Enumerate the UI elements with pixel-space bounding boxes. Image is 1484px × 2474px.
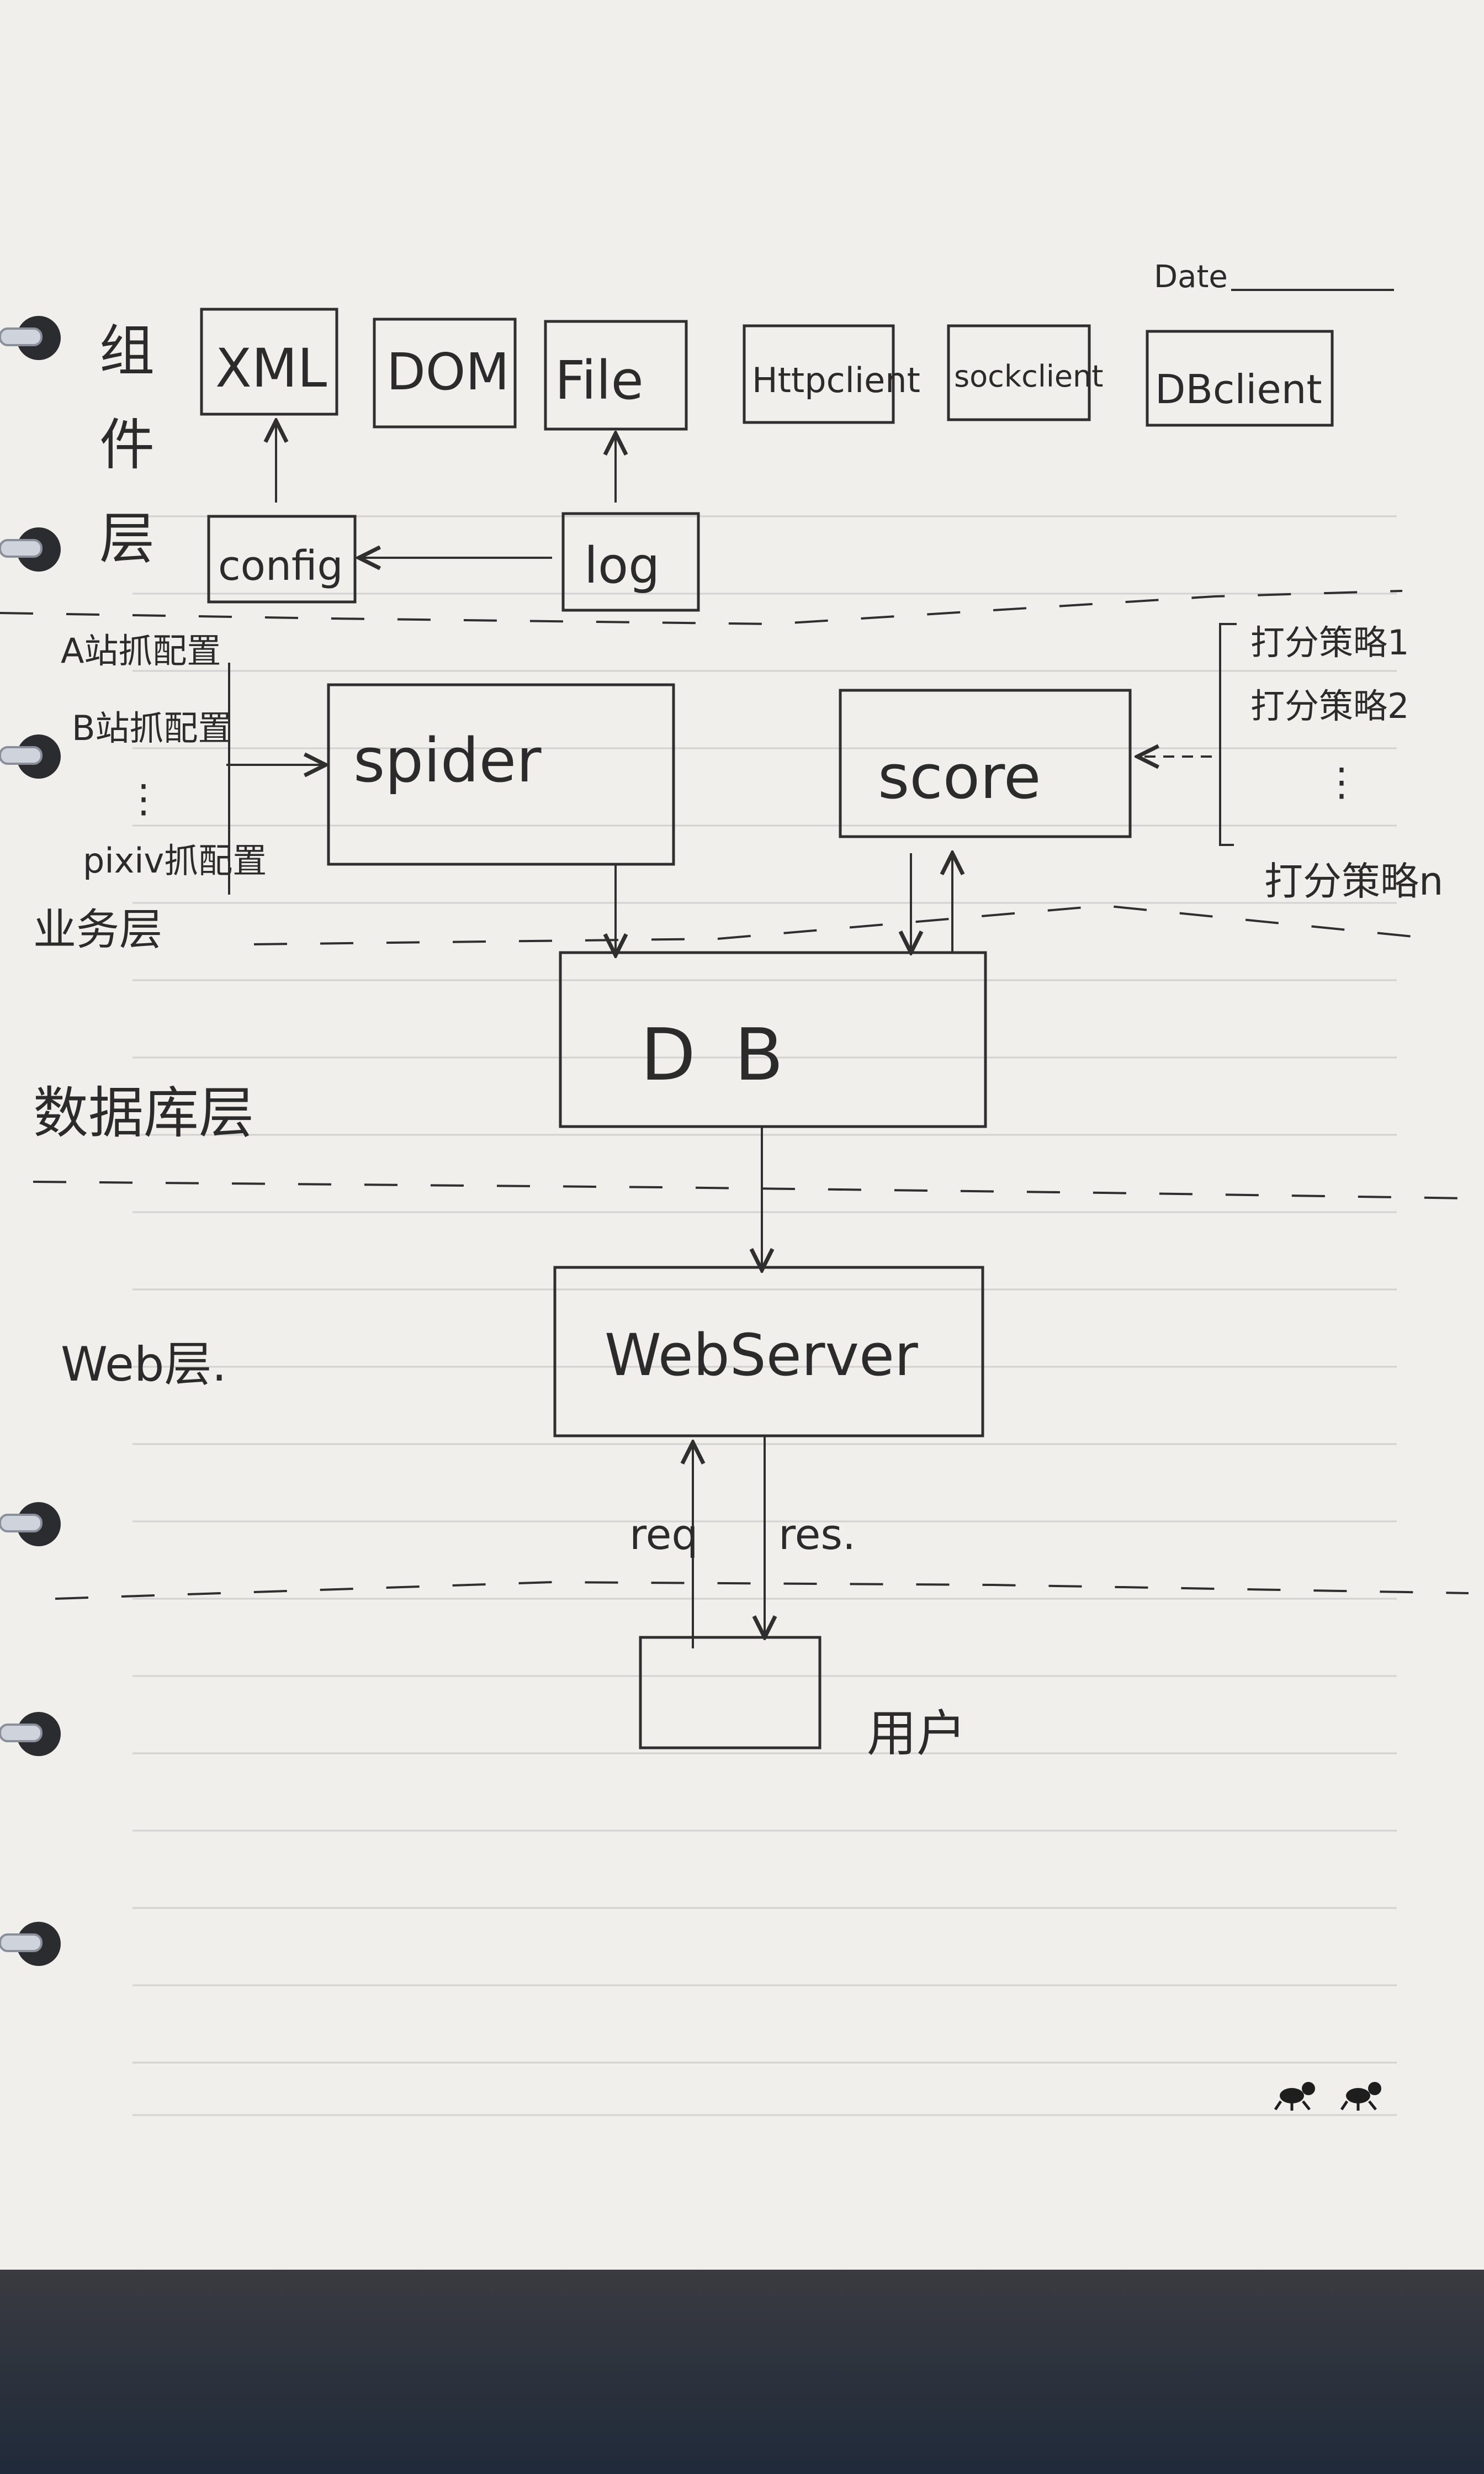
date-label: Date bbox=[1154, 259, 1228, 295]
file-label: File bbox=[555, 350, 644, 411]
separator-business-database bbox=[253, 904, 1436, 945]
component-layer-char-3: 层 bbox=[99, 506, 155, 571]
user-label: 用户 bbox=[867, 1705, 966, 1763]
database-layer-label: 数据库层 bbox=[33, 1081, 254, 1145]
sockclient-label: sockclient bbox=[954, 359, 1103, 394]
spider-label: spider bbox=[353, 725, 542, 796]
strategy-bracket bbox=[1219, 623, 1237, 846]
separator-database-web bbox=[33, 1181, 1469, 1199]
strategy-ellipsis: ⋮ bbox=[1322, 759, 1361, 805]
log-label: log bbox=[584, 537, 660, 595]
desk-background bbox=[0, 2270, 1484, 2474]
log-box bbox=[561, 512, 700, 612]
ant-logo-icon bbox=[1274, 2082, 1381, 2111]
db-box bbox=[559, 951, 987, 1128]
dom-box bbox=[373, 318, 517, 429]
score-label: score bbox=[878, 742, 1041, 812]
component-layer-char-1: 组 bbox=[99, 319, 155, 383]
file-box bbox=[544, 320, 688, 431]
xml-box bbox=[200, 308, 338, 416]
site-config-ellipsis: ⋮ bbox=[124, 776, 163, 821]
component-layer-char-2: 件 bbox=[99, 413, 155, 477]
separator-component-business bbox=[0, 590, 1403, 626]
score-box bbox=[839, 689, 1132, 838]
user-box bbox=[639, 1636, 822, 1749]
sockclient-box bbox=[947, 324, 1091, 421]
httpclient-label: Httpclient bbox=[752, 360, 920, 400]
res-label: res. bbox=[778, 1510, 856, 1559]
xml-label: XML bbox=[215, 337, 327, 399]
dbclient-box bbox=[1146, 330, 1334, 427]
ruled-lines bbox=[132, 515, 1397, 2116]
webserver-label: WebServer bbox=[605, 1321, 918, 1389]
config-box bbox=[207, 515, 357, 604]
dbclient-label: DBclient bbox=[1155, 366, 1322, 413]
web-layer-label: Web层. bbox=[61, 1337, 227, 1392]
webserver-box bbox=[553, 1266, 984, 1437]
site-config-a: A站抓配置 bbox=[61, 631, 221, 671]
site-config-b: B站抓配置 bbox=[72, 708, 232, 748]
binder-ring-icon bbox=[0, 316, 61, 1966]
spider-box bbox=[327, 683, 675, 866]
business-layer-label: 业务层 bbox=[33, 905, 162, 955]
strategy-1: 打分策略1 bbox=[1250, 622, 1409, 663]
separator-web-user bbox=[55, 1580, 1469, 1600]
db-label: DB bbox=[640, 1013, 822, 1097]
config-label: config bbox=[218, 542, 343, 590]
dom-label: DOM bbox=[386, 342, 510, 401]
component-layer-label: 组 件 层 bbox=[99, 319, 155, 571]
strategy-2: 打分策略2 bbox=[1250, 686, 1409, 726]
notebook-page bbox=[0, 0, 1484, 2292]
site-config-pixiv: pixiv抓配置 bbox=[83, 840, 267, 881]
strategy-n: 打分策略n bbox=[1264, 859, 1443, 904]
req-label: req bbox=[629, 1510, 698, 1559]
httpclient-box bbox=[743, 324, 895, 424]
